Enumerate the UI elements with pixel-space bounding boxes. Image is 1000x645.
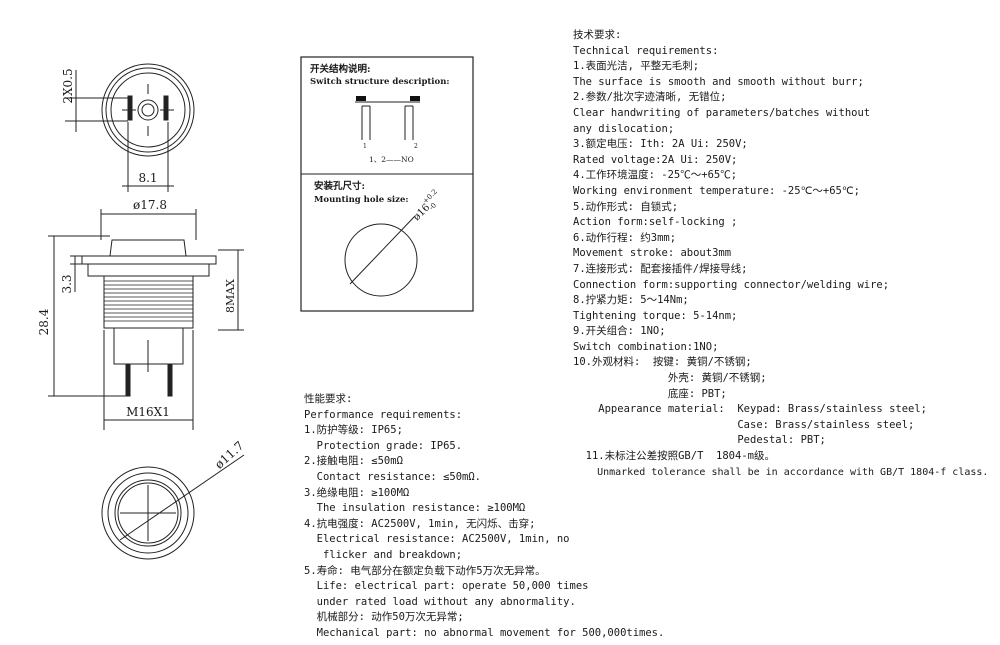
tech-line: The surface is smooth and smooth without… <box>573 75 864 88</box>
switch-engineering-drawing: 2X0.5 8.1 ø17.8 3.3 28.4 8MAX M16X1 ø11.… <box>37 63 247 560</box>
tech-line: 4.工作环境温度: -25℃～+65℃; <box>573 169 738 182</box>
perf-line: Electrical resistance: AC2500V, 1min, no <box>304 533 570 546</box>
technical-requirements: 技术要求: Technical requirements: 1.表面光洁, 平整… <box>573 28 988 480</box>
tech-line: Switch combination:1NO; <box>573 340 719 353</box>
hole-tol-lower: -0 <box>428 201 438 211</box>
tech-line: 9.开关组合: 1NO; <box>573 325 666 338</box>
tech-line: 10.外观材料: 按键: 黄铜/不锈钢; <box>573 356 752 369</box>
tech-line: 3.额定电压: Ith: 2A Ui: 250V; <box>573 138 748 151</box>
tech-line: 8.拧紧力矩: 5～14Nm; <box>573 294 689 307</box>
mount-title-en: Mounting hole size: <box>314 195 409 205</box>
perf-line: 3.绝缘电阻: ≥100MΩ <box>304 486 410 499</box>
perf-line: flicker and breakdown; <box>304 548 463 561</box>
tech-line: Technical requirements: <box>573 44 719 57</box>
tech-line: 底座: PBT; <box>573 387 727 400</box>
tech-line: 2.参数/批次字迹清晰, 无错位; <box>573 91 727 104</box>
tech-line: 11.未标注公差按照GB/T 1804-m级。 <box>573 450 775 463</box>
tech-line: 5.动作形式: 自锁式; <box>573 200 679 213</box>
front-view <box>101 454 245 560</box>
pin-2-label: 2 <box>414 143 418 150</box>
tech-line: 7.连接形式: 配套接插件/焊接导线; <box>573 262 748 275</box>
tech-line: 1.表面光洁, 平整无毛刺; <box>573 60 700 73</box>
mounting-hole <box>344 215 418 297</box>
perf-line: The insulation resistance: ≥100MΩ <box>304 502 526 515</box>
perf-line: Life: electrical part: operate 50,000 ti… <box>304 580 589 593</box>
tech-line: 技术要求: <box>573 29 622 41</box>
dim-pin-span: 8.1 <box>138 171 157 185</box>
dim-outer-dia: ø17.8 <box>133 198 167 212</box>
side-view <box>48 209 244 430</box>
tech-line: Pedestal: PBT; <box>573 434 826 447</box>
tech-line: Movement stroke: about3mm <box>573 247 732 260</box>
tech-line: Action form:self-locking ; <box>573 216 738 229</box>
perf-line: 性能要求: <box>304 393 353 405</box>
structure-title-en: Switch structure description: <box>310 77 450 87</box>
dim-flange: 3.3 <box>60 274 74 293</box>
pin-note: 1、2——NO <box>369 155 414 164</box>
tech-line: 6.动作行程: 约3mm; <box>573 231 677 244</box>
tech-line: Appearance material: Keypad: Brass/stain… <box>573 403 928 416</box>
dim-button-dia: ø11.7 <box>212 438 247 471</box>
dim-total-length: 28.4 <box>37 308 51 335</box>
pin-1-label: 1 <box>363 143 367 150</box>
performance-requirements: 性能要求: Performance requirements: 1.防护等级: … <box>304 392 664 642</box>
tech-line: any dislocation; <box>573 122 675 135</box>
tech-line: Tightening torque: 5-14nm; <box>573 309 738 322</box>
tech-line: Case: Brass/stainless steel; <box>573 418 915 431</box>
mount-title-cn: 安装孔尺寸: <box>314 180 365 192</box>
tech-line: Connection form:supporting connector/wel… <box>573 278 890 291</box>
switch-structure-box: 开关结构说明: Switch structure description: 1 … <box>300 56 474 312</box>
perf-line: 1.防护等级: IP65; <box>304 424 403 437</box>
perf-line: under rated load without any abnormality… <box>304 595 576 608</box>
perf-line: Mechanical part: no abnormal movement fo… <box>304 626 665 639</box>
perf-line: 4.抗电强度: AC2500V, 1min, 无闪烁、击穿; <box>304 517 536 530</box>
dim-max-length: 8MAX <box>224 279 237 313</box>
perf-line: Protection grade: IP65. <box>304 439 463 452</box>
top-view <box>65 63 195 192</box>
tech-line: Rated voltage:2A Ui: 250V; <box>573 153 738 166</box>
dim-pin-offset: 2X0.5 <box>61 68 75 103</box>
structure-title-cn: 开关结构说明: <box>310 63 371 75</box>
tech-line: 外壳: 黄铜/不锈钢; <box>573 372 767 385</box>
tech-line: Working environment temperature: -25℃～+6… <box>573 184 860 197</box>
dim-thread: M16X1 <box>126 405 170 419</box>
perf-line: 机械部分: 动作50万次无异常; <box>304 611 464 624</box>
tech-line: Unmarked tolerance shall be in accordanc… <box>573 466 989 478</box>
perf-line: Performance requirements: <box>304 408 463 421</box>
perf-line: 2.接触电阻: ≤50mΩ <box>304 455 403 468</box>
perf-line: Contact resistance: ≤50mΩ. <box>304 470 482 483</box>
tech-line: Clear handwriting of parameters/batches … <box>573 106 871 119</box>
perf-line: 5.寿命: 电气部分在额定负载下动作5万次无异常。 <box>304 564 546 577</box>
